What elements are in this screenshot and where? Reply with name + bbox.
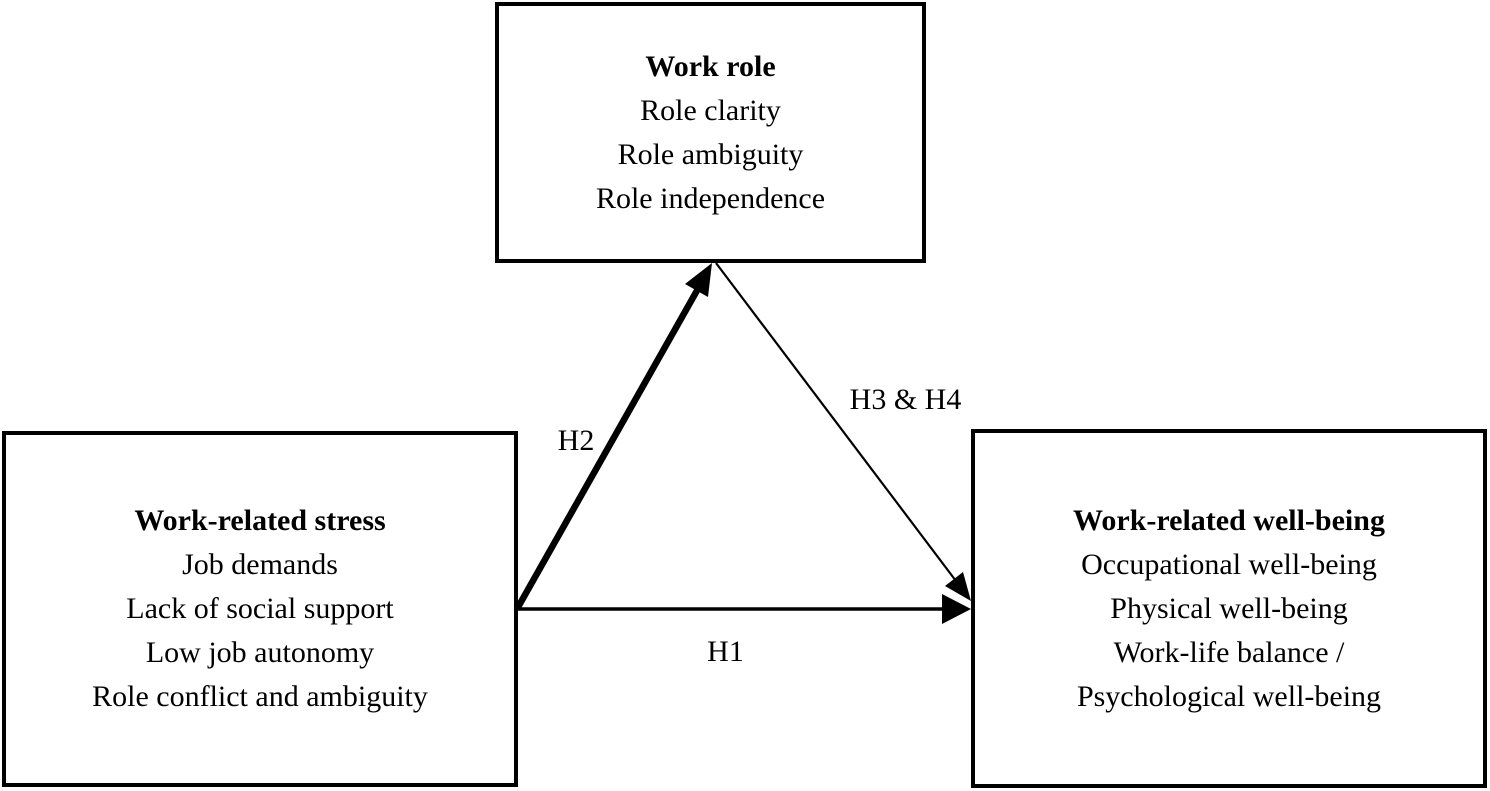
box-work-role-title: Work role xyxy=(645,49,776,83)
box-work-related-well-being-item: Physical well-being xyxy=(1110,591,1348,625)
arrow-label-h1: H1 xyxy=(707,635,744,668)
box-work-role-item: Role independence xyxy=(595,181,826,215)
box-work-related-well-being-title: Work-related well-being xyxy=(1073,503,1385,537)
arrow-h1 xyxy=(517,594,971,624)
box-work-related-well-being-item: Work-life balance / xyxy=(1113,635,1345,669)
box-work-related-stress: Work-related stress Job demands Lack of … xyxy=(2,431,518,787)
box-work-role-item: Role ambiguity xyxy=(617,137,804,171)
box-work-related-well-being-item: Psychological well-being xyxy=(1076,679,1382,713)
box-work-related-stress-item: Role conflict and ambiguity xyxy=(92,680,428,713)
box-work-related-well-being-item: Occupational well-being xyxy=(1081,547,1377,581)
box-work-related-stress-item: Low job autonomy xyxy=(145,636,375,669)
arrow-h2-head xyxy=(685,263,712,297)
arrow-label-h2: H2 xyxy=(557,424,595,457)
arrow-h3h4 xyxy=(715,262,971,601)
box-work-role: Work role Role clarity Role ambiguity Ro… xyxy=(495,2,926,263)
box-work-related-stress-item: Lack of social support xyxy=(126,592,394,625)
box-work-related-stress-item: Job demands xyxy=(182,548,338,581)
box-work-role-item: Role clarity xyxy=(640,93,781,127)
arrow-h3h4-head xyxy=(945,572,971,601)
arrow-h1-head xyxy=(942,594,971,624)
box-work-related-stress-title: Work-related stress xyxy=(134,504,386,537)
arrow-h3h4-line xyxy=(715,262,957,582)
box-work-related-well-being: Work-related well-being Occupational wel… xyxy=(971,429,1487,788)
arrow-label-h3-h4: H3 & H4 xyxy=(849,383,962,416)
arrow-h2 xyxy=(514,263,712,611)
arrow-h2-line xyxy=(514,285,702,611)
